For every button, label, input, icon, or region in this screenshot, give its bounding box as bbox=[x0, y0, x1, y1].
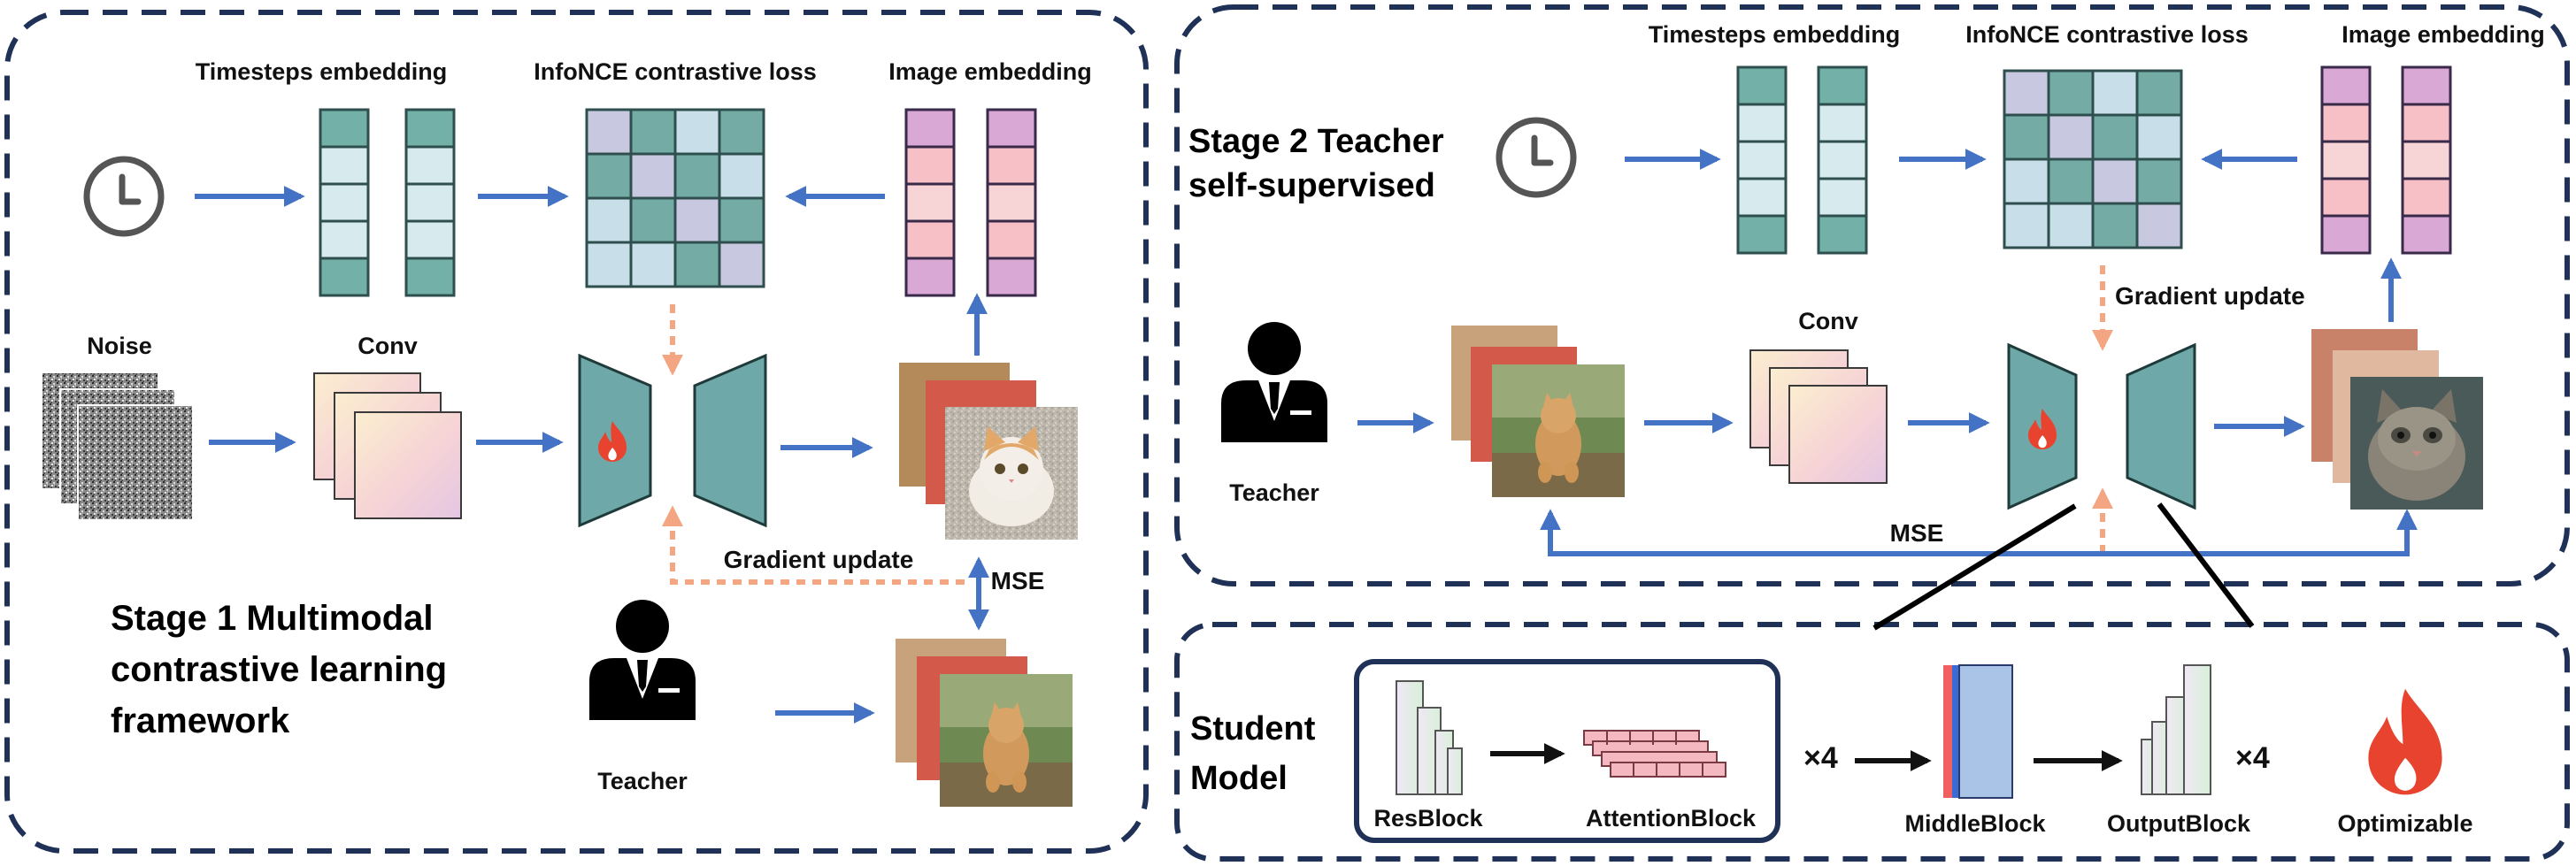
times4-label-a: ×4 bbox=[1803, 741, 1838, 775]
s1-noisy-output-stack bbox=[899, 363, 1078, 540]
s1-clock-icon bbox=[87, 159, 161, 234]
optimizable-flame-icon bbox=[2368, 688, 2442, 795]
s1-gradient-orange-path bbox=[662, 505, 965, 585]
s1-timesteps-embedding bbox=[319, 108, 456, 297]
attentionblock-shape bbox=[1583, 730, 1726, 778]
middleblock-shape bbox=[1943, 664, 2013, 799]
student-title-line-2: Model bbox=[1190, 760, 1288, 797]
s1-teacher-icon bbox=[589, 600, 696, 720]
outputblock-shape bbox=[2141, 664, 2211, 795]
student-title: Student Model bbox=[1190, 710, 1316, 797]
s1-mse-label: MSE bbox=[991, 567, 1045, 594]
s1-infonce-matrix bbox=[585, 108, 765, 288]
s2-gradient-update-label: Gradient update bbox=[2115, 282, 2305, 310]
student-encoder-box bbox=[1354, 659, 1780, 843]
optimizable-label: Optimizable bbox=[2337, 810, 2472, 837]
s2-image-embedding bbox=[2320, 65, 2452, 255]
s2-mse-label: MSE bbox=[1890, 519, 1944, 547]
attentionblock-label: AttentionBlock bbox=[1586, 805, 1757, 832]
s2-mse-path bbox=[1540, 509, 2418, 556]
s1-infonce-label: InfoNCE contrastive loss bbox=[534, 58, 817, 85]
s1-teacher-image-stack bbox=[896, 639, 1073, 807]
s1-image-embedding bbox=[904, 108, 1037, 297]
s2-stage-title: Stage 2 Teacher self-supervised bbox=[1188, 123, 1444, 204]
student-connector-right bbox=[2157, 502, 2255, 628]
s2-timesteps-label: Timesteps embedding bbox=[1649, 21, 1901, 48]
s1-title-line-2: contrastive learning bbox=[111, 650, 447, 689]
s1-noise-stack bbox=[42, 373, 194, 521]
s1-conv-stack bbox=[313, 372, 462, 519]
s1-image-col-b bbox=[986, 108, 1037, 297]
stage1-frame bbox=[4, 10, 1149, 854]
s2-timesteps-col-a bbox=[1736, 65, 1788, 255]
resblock-shape bbox=[1396, 680, 1463, 795]
resblock-label: ResBlock bbox=[1373, 805, 1483, 832]
student-frame bbox=[1174, 622, 2570, 862]
s1-teacher-label: Teacher bbox=[597, 768, 688, 794]
s2-teacher-icon bbox=[1221, 322, 1327, 442]
s2-timesteps-embedding bbox=[1736, 65, 1868, 255]
times4-label-b: ×4 bbox=[2235, 741, 2270, 775]
s2-input-image-stack bbox=[1451, 326, 1625, 497]
stage2-frame bbox=[1174, 4, 2570, 586]
s1-image-embedding-label: Image embedding bbox=[888, 58, 1092, 85]
s2-conv-label: Conv bbox=[1798, 308, 1858, 334]
s1-noise-label: Noise bbox=[87, 333, 152, 359]
s2-title-line-1: Stage 2 Teacher bbox=[1188, 123, 1444, 160]
s1-title-line-1: Stage 1 Multimodal bbox=[111, 599, 434, 638]
middleblock-label: MiddleBlock bbox=[1904, 810, 2046, 837]
s2-title-line-2: self-supervised bbox=[1188, 167, 1435, 204]
s2-infonce-label: InfoNCE contrastive loss bbox=[1965, 21, 2249, 48]
student-connector-left bbox=[1872, 503, 2077, 631]
s1-image-col-a bbox=[904, 108, 956, 297]
s1-timesteps-col-b bbox=[404, 108, 456, 297]
outputblock-label: OutputBlock bbox=[2107, 810, 2251, 837]
s2-infonce-matrix bbox=[2003, 69, 2183, 249]
s2-image-embedding-label: Image embedding bbox=[2341, 21, 2545, 48]
s1-timesteps-label: Timesteps embedding bbox=[196, 58, 448, 85]
s1-title-line-3: framework bbox=[111, 701, 290, 740]
s2-image-col-b bbox=[2401, 65, 2452, 255]
s2-image-col-a bbox=[2320, 65, 2372, 255]
s2-timesteps-col-b bbox=[1817, 65, 1868, 255]
s1-timesteps-col-a bbox=[319, 108, 370, 297]
s1-unet bbox=[578, 353, 767, 528]
s2-output-image-stack bbox=[2311, 329, 2483, 510]
s1-conv-label: Conv bbox=[358, 333, 418, 359]
s1-unet-decoder bbox=[693, 353, 767, 528]
student-title-line-1: Student bbox=[1190, 710, 1316, 747]
s2-unet bbox=[2007, 342, 2196, 510]
s2-clock-icon bbox=[1499, 120, 1573, 195]
s2-teacher-label: Teacher bbox=[1229, 479, 1319, 506]
s1-gradient-update-label: Gradient update bbox=[724, 546, 914, 573]
s2-unet-decoder bbox=[2126, 342, 2196, 510]
s2-conv-stack bbox=[1749, 349, 1888, 484]
s1-stage-title: Stage 1 Multimodal contrastive learning … bbox=[111, 599, 447, 740]
